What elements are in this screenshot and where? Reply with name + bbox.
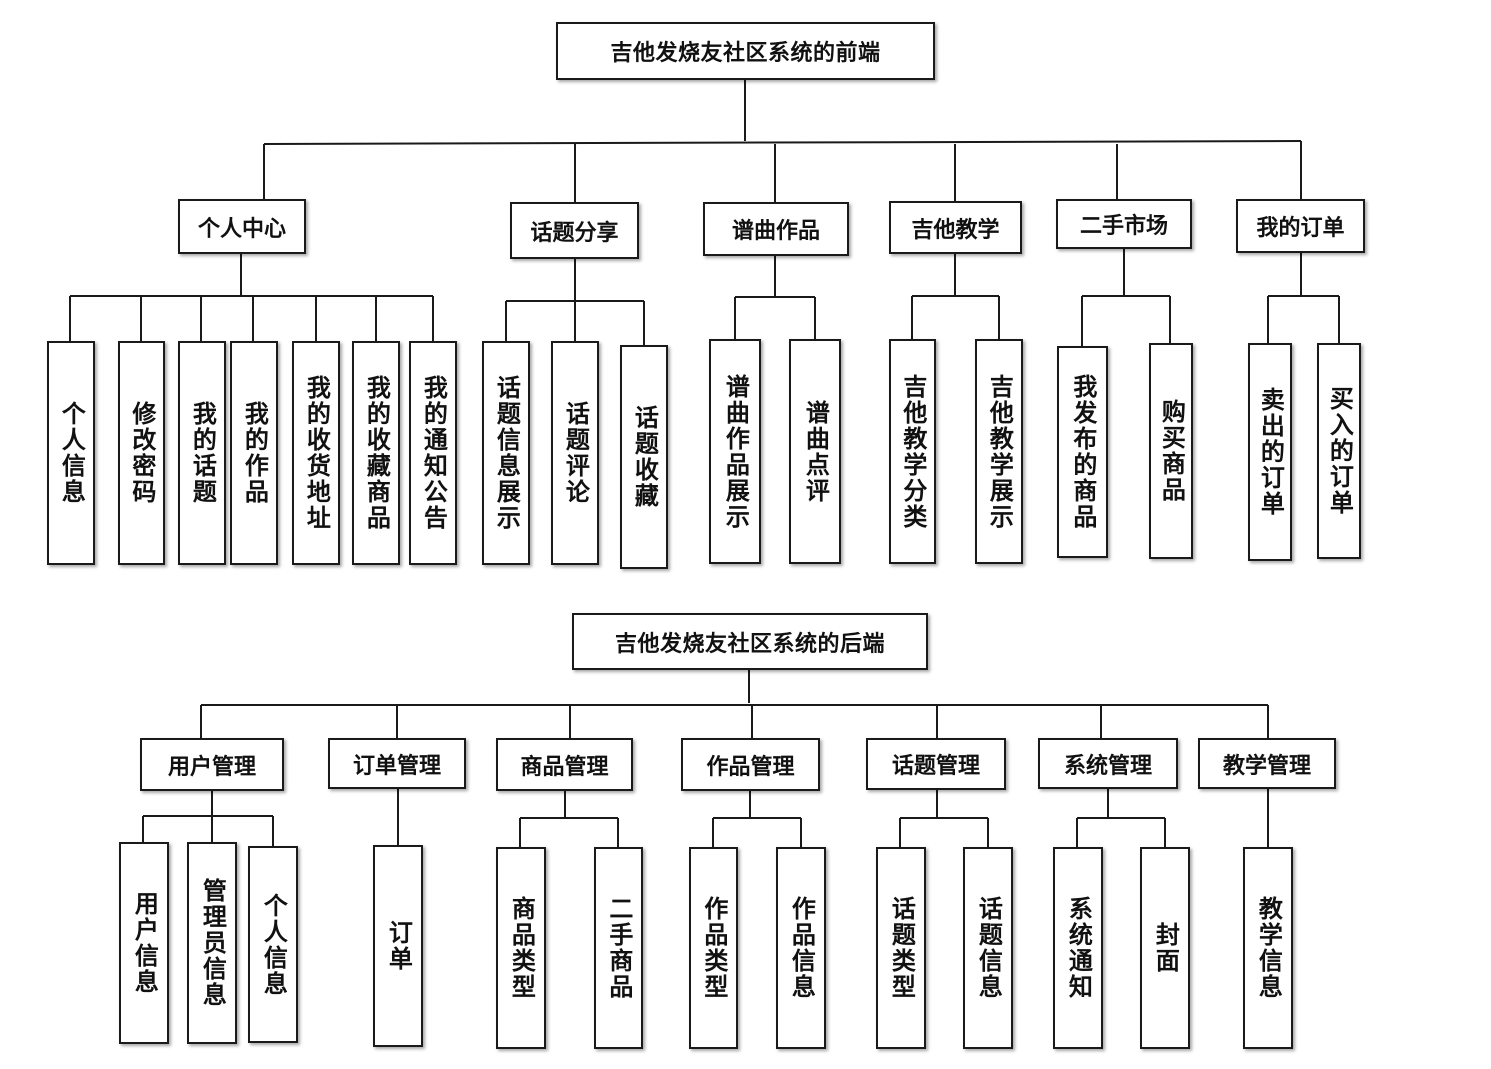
connector-line bbox=[263, 140, 1302, 145]
frontend-leaf: 我发布的商品 bbox=[1057, 346, 1108, 558]
frontend-leaf: 话题信息展示 bbox=[482, 341, 530, 565]
backend-module-topic-management: 话题管理 bbox=[866, 738, 1006, 790]
frontend-leaf: 卖出的订单 bbox=[1248, 343, 1292, 561]
frontend-module-guitar-teaching: 吉他教学 bbox=[889, 201, 1022, 254]
frontend-leaf: 吉他教学分类 bbox=[889, 339, 936, 564]
frontend-module-second-hand-market: 二手市场 bbox=[1056, 199, 1192, 249]
backend-leaf: 用户信息 bbox=[119, 842, 169, 1044]
frontend-leaf: 购买商品 bbox=[1149, 343, 1193, 559]
backend-leaf: 封面 bbox=[1140, 847, 1190, 1049]
backend-leaf: 作品信息 bbox=[776, 847, 826, 1049]
frontend-leaf: 买入的订单 bbox=[1317, 343, 1361, 559]
frontend-leaf: 修改密码 bbox=[118, 341, 165, 565]
backend-module-order-management: 订单管理 bbox=[328, 738, 466, 789]
frontend-leaf: 个人信息 bbox=[47, 341, 95, 565]
frontend-leaf: 我的话题 bbox=[178, 341, 226, 565]
frontend-leaf: 我的作品 bbox=[230, 341, 278, 565]
backend-leaf: 作品类型 bbox=[689, 847, 738, 1049]
backend-module-product-management: 商品管理 bbox=[496, 738, 633, 791]
frontend-leaf: 我的收藏商品 bbox=[352, 341, 400, 565]
frontend-module-personal-center: 个人中心 bbox=[178, 199, 306, 254]
frontend-leaf: 谱曲作品展示 bbox=[709, 339, 761, 564]
backend-leaf: 订单 bbox=[373, 845, 423, 1047]
backend-module-works-management: 作品管理 bbox=[681, 738, 820, 791]
frontend-leaf: 我的收货地址 bbox=[292, 341, 340, 565]
backend-leaf: 系统通知 bbox=[1053, 847, 1103, 1049]
frontend-module-composition-works: 谱曲作品 bbox=[703, 202, 849, 256]
backend-leaf: 商品类型 bbox=[496, 847, 546, 1049]
backend-module-user-management: 用户管理 bbox=[140, 738, 284, 791]
backend-leaf: 教学信息 bbox=[1243, 847, 1293, 1049]
backend-leaf: 管理员信息 bbox=[187, 842, 237, 1044]
frontend-leaf: 谱曲点评 bbox=[789, 339, 841, 564]
frontend-module-topic-sharing: 话题分享 bbox=[510, 202, 639, 259]
backend-leaf: 话题类型 bbox=[876, 847, 926, 1049]
frontend-leaf: 我的通知公告 bbox=[409, 341, 457, 565]
backend-leaf: 话题信息 bbox=[963, 847, 1013, 1049]
frontend-leaf: 吉他教学展示 bbox=[975, 339, 1023, 564]
frontend-leaf: 话题评论 bbox=[551, 341, 599, 565]
backend-root: 吉他发烧友社区系统的后端 bbox=[572, 613, 928, 670]
backend-leaf: 二手商品 bbox=[594, 847, 643, 1049]
backend-module-teaching-management: 教学管理 bbox=[1198, 738, 1336, 789]
frontend-leaf: 话题收藏 bbox=[620, 345, 668, 569]
backend-leaf: 个人信息 bbox=[248, 846, 298, 1043]
frontend-root: 吉他发烧友社区系统的前端 bbox=[556, 22, 935, 80]
frontend-module-my-orders: 我的订单 bbox=[1236, 199, 1365, 253]
backend-module-system-management: 系统管理 bbox=[1038, 738, 1178, 789]
